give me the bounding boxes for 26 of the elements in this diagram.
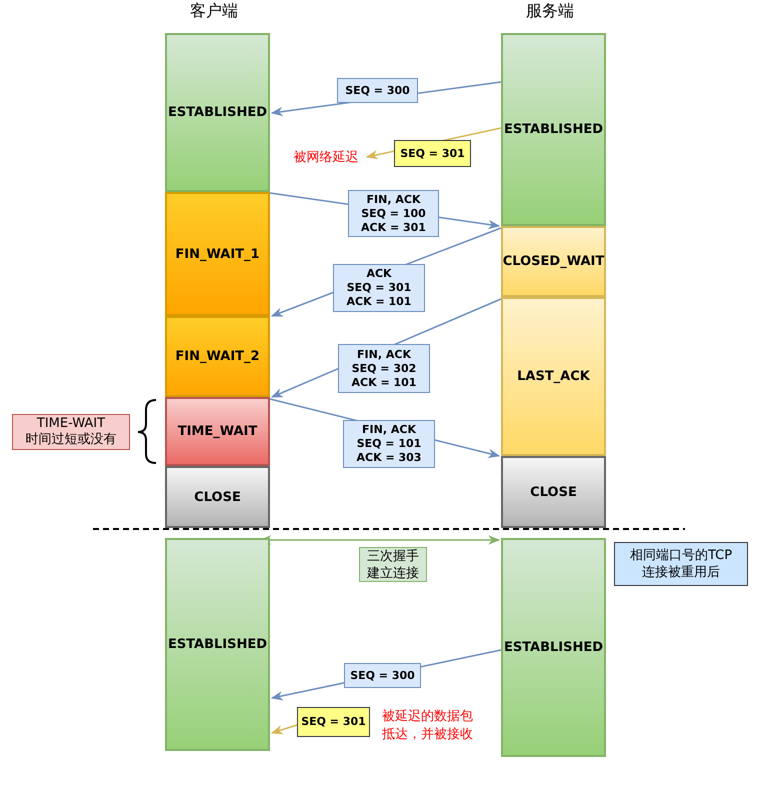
message-box: FIN, ACK SEQ = 100 ACK = 301 xyxy=(348,190,439,237)
message-box: ACK SEQ = 301 ACK = 101 xyxy=(333,264,425,312)
note-box: 相同端口号的TCP 连接被重用后 xyxy=(614,542,748,586)
message-box: SEQ = 300 xyxy=(337,78,418,103)
header-label: 客户端 xyxy=(190,2,239,20)
state-box: ESTABLISHED xyxy=(501,538,606,757)
message-box: SEQ = 301 xyxy=(394,140,471,167)
state-box: CLOSE xyxy=(501,456,606,528)
header-label: 服务端 xyxy=(526,2,575,20)
state-box: FIN_WAIT_1 xyxy=(165,192,270,316)
state-box: ESTABLISHED xyxy=(165,33,270,192)
message-box: SEQ = 301 xyxy=(297,707,370,737)
state-box: CLOSED_WAIT xyxy=(501,226,606,297)
state-box: TIME_WAIT xyxy=(165,397,270,466)
state-box: ESTABLISHED xyxy=(165,538,270,751)
state-box: FIN_WAIT_2 xyxy=(165,316,270,397)
delay-note: 被延迟的数据包抵达，并被接收 xyxy=(382,708,474,744)
state-box: LAST_ACK xyxy=(501,297,606,456)
delay-note: 被网络延迟 xyxy=(288,146,364,168)
edge-label: 三次握手建立连接 xyxy=(359,547,427,582)
message-box: FIN, ACK SEQ = 101 ACK = 303 xyxy=(343,420,435,468)
state-box: CLOSE xyxy=(165,466,270,528)
message-box: FIN, ACK SEQ = 302 ACK = 101 xyxy=(338,344,430,393)
note-box: TIME-WAIT 时间过短或没有 xyxy=(12,414,130,450)
message-box: SEQ = 300 xyxy=(344,663,421,688)
state-box: ESTABLISHED xyxy=(501,33,606,226)
